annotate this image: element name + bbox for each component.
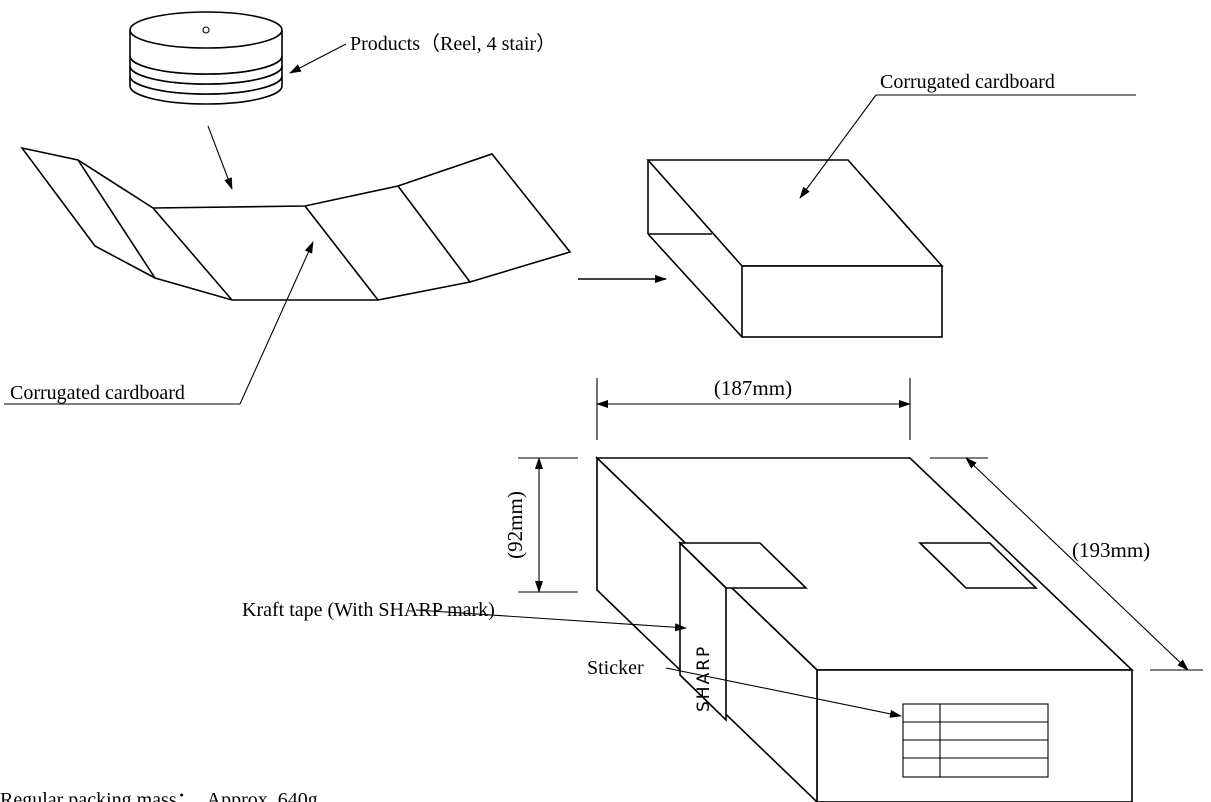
- reel-stack: [129, 11, 283, 105]
- packed-box: [595, 456, 1134, 802]
- products-label: Products（Reel, 4 stair）: [350, 32, 556, 55]
- cardboard-bottom-leader: [239, 241, 314, 405]
- dim-width: [596, 378, 911, 440]
- flat-cardboard: [20, 146, 572, 301]
- dim-depth: [930, 457, 1203, 671]
- packing-mass-note: Regular packing mass： Approx. 640g: [0, 789, 318, 802]
- cardboard-bottom-label: Corrugated cardboard: [10, 382, 185, 404]
- dim-height-label: (92mm): [503, 491, 527, 559]
- dim-width-label: (187mm): [714, 376, 792, 400]
- kraft-tape-leader: [415, 609, 687, 632]
- tape-sharp-mark: SHARP: [694, 645, 714, 712]
- kraft-tape-label: Kraft tape (With SHARP mark): [242, 599, 495, 621]
- products-leader: [289, 43, 347, 74]
- sticker: [902, 703, 1049, 778]
- dim-height: [518, 457, 578, 593]
- folded-cardboard: [646, 159, 944, 338]
- cardboard-top-label: Corrugated cardboard: [880, 71, 1055, 93]
- sticker-leader: [665, 667, 902, 718]
- dim-depth-label: (193mm): [1072, 538, 1150, 562]
- cardboard-top-leader: [799, 94, 877, 199]
- reel-to-cardboard-arrow: [207, 125, 233, 190]
- sticker-label: Sticker: [587, 657, 644, 679]
